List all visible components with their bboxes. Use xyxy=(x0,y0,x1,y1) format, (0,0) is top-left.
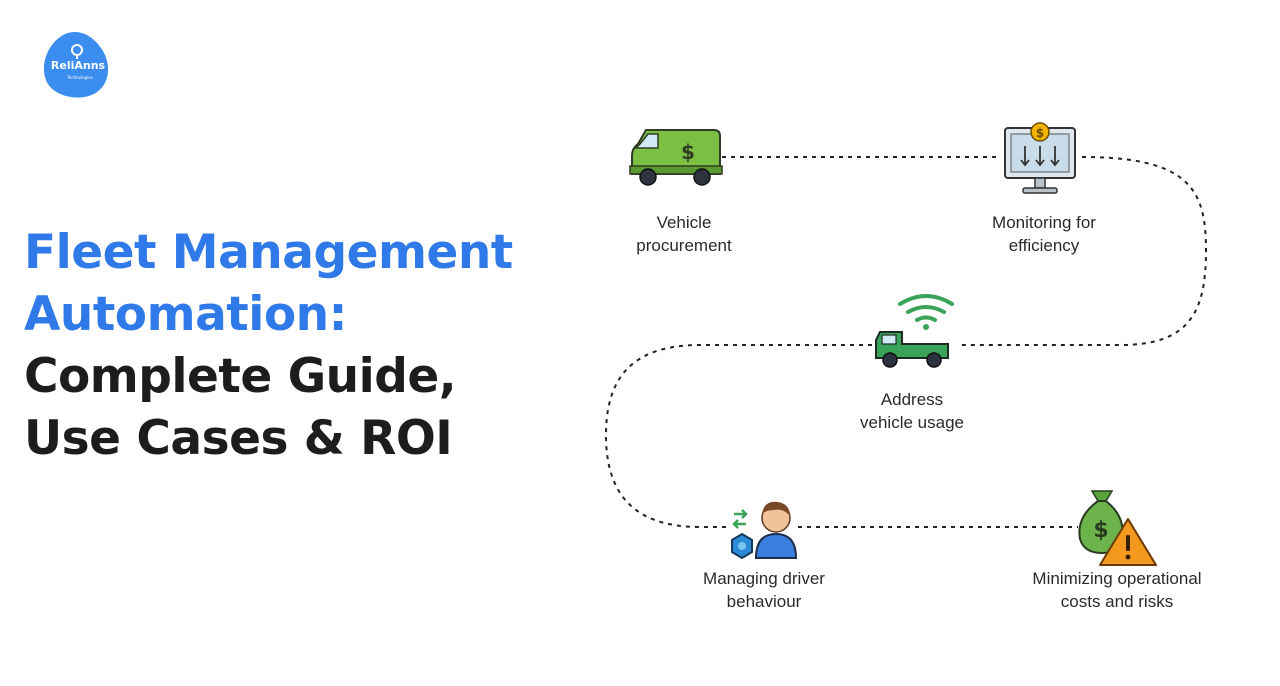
step-label-address-vehicle-usage: Address vehicle usage xyxy=(860,390,964,432)
step-label-managing-driver-behaviour: Managing driver behaviour xyxy=(703,569,825,611)
svg-text:$: $ xyxy=(1036,126,1044,140)
driver-icon xyxy=(726,492,800,560)
svg-text:$: $ xyxy=(1093,518,1108,543)
step-label-minimizing-costs-and-risks: Minimizing operational costs and risks xyxy=(1032,569,1202,611)
connected-truck-icon xyxy=(872,292,956,372)
logo-text: ReliAnns xyxy=(50,59,106,72)
title-line-2: Automation: xyxy=(24,287,347,342)
step-label-vehicle-procurement: Vehicle procurement xyxy=(636,213,732,255)
page-title: Fleet Management Automation: Complete Gu… xyxy=(24,222,584,470)
logo-subtext: Technologies xyxy=(67,75,93,80)
title-line-4: Use Cases & ROI xyxy=(24,411,453,466)
title-line-3: Complete Guide, xyxy=(24,349,457,404)
monitor-coin-icon: $ xyxy=(1001,122,1079,200)
brand-logo[interactable]: ReliAnns Technologies xyxy=(41,30,113,100)
dollar-van-icon: $ xyxy=(628,126,724,188)
step-label-monitoring-for-efficiency: Monitoring for efficiency xyxy=(992,213,1096,255)
title-line-1: Fleet Management xyxy=(24,225,513,280)
money-bag-warning-icon: $ xyxy=(1076,487,1160,569)
svg-text:$: $ xyxy=(681,140,695,164)
logo-blob-icon xyxy=(43,31,109,98)
